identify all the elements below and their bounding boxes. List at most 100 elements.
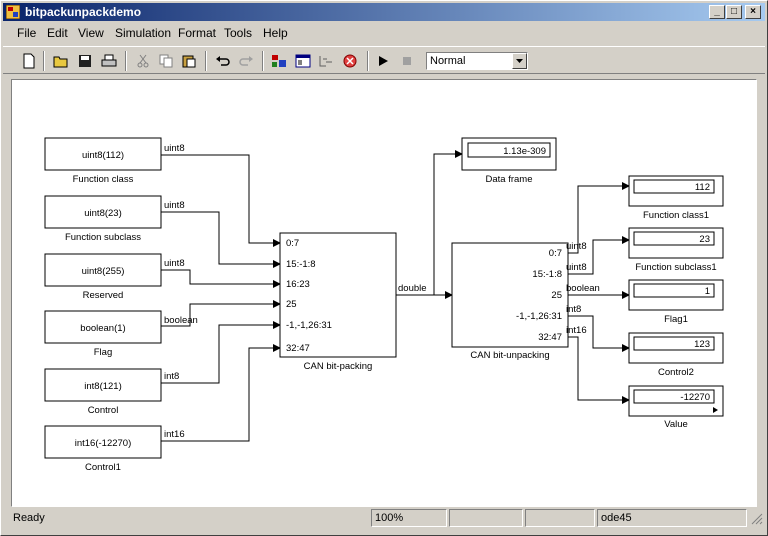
unpack-port: 32:47	[538, 332, 562, 343]
unpack-port: -1,-1,26:31	[516, 311, 562, 322]
solver-name: ode45	[597, 509, 747, 527]
block-flag[interactable]: boolean(1) Flag	[44, 310, 162, 358]
start-simulation-icon[interactable]	[373, 51, 393, 71]
menu-file[interactable]: File	[17, 26, 37, 40]
svg-text:23: 23	[699, 234, 710, 245]
block-caption: CAN bit-unpacking	[470, 350, 549, 361]
window-title: bitpackunpackdemo	[25, 5, 142, 19]
zoom-level: 100%	[371, 509, 447, 527]
chevron-down-icon[interactable]	[512, 53, 527, 69]
svg-text:112: 112	[695, 182, 710, 193]
close-button[interactable]: ×	[745, 5, 761, 19]
model-canvas[interactable]: uint8(112) Function class uint8(23) Func…	[11, 79, 757, 507]
block-caption: Value	[664, 419, 688, 430]
toolbar-separator	[262, 51, 264, 71]
block-caption: Function class1	[643, 210, 709, 221]
pack-port: 0:7	[286, 238, 299, 249]
library-browser-icon[interactable]	[269, 51, 289, 71]
block-caption: Flag	[94, 347, 112, 358]
block-caption: Data frame	[486, 174, 533, 185]
new-file-icon[interactable]	[19, 51, 39, 71]
pack-port: 15:-1:8	[286, 259, 316, 270]
block-caption: Flag1	[664, 314, 688, 325]
copy-icon[interactable]	[156, 51, 176, 71]
svg-text:123: 123	[694, 339, 710, 350]
block-function-class[interactable]: uint8(112) Function class	[44, 137, 162, 185]
svg-text:int8(121): int8(121)	[84, 381, 122, 392]
block-data-frame[interactable]: 1.13e-309 Data frame	[461, 137, 557, 185]
block-caption: Control1	[85, 462, 121, 473]
svg-text:1.13e-309: 1.13e-309	[503, 146, 546, 157]
save-icon[interactable]	[75, 51, 95, 71]
menu-tools[interactable]: Tools	[224, 26, 253, 40]
paste-icon[interactable]	[179, 51, 199, 71]
menu-bar: File Edit View Simulation Format Tools H…	[3, 23, 765, 43]
unpack-port: 15:-1:8	[532, 269, 562, 280]
menu-simulation[interactable]: Simulation	[115, 26, 172, 40]
pack-port: 32:47	[286, 343, 310, 354]
maximize-button[interactable]: □	[726, 5, 742, 19]
block-reserved[interactable]: uint8(255) Reserved	[44, 253, 162, 301]
cut-icon[interactable]	[133, 51, 153, 71]
block-control[interactable]: int8(121) Control	[44, 368, 162, 416]
svg-text:1: 1	[705, 286, 710, 297]
svg-text:int16(-12270): int16(-12270)	[75, 438, 132, 449]
toolbar: Normal	[3, 46, 765, 74]
menu-help[interactable]: Help	[263, 26, 288, 40]
block-can-bit-unpacking[interactable]: 0:7 15:-1:8 25 -1,-1,26:31 32:47 CAN bit…	[451, 242, 569, 361]
signal-label: double	[398, 283, 427, 294]
simulation-mode-select[interactable]: Normal	[426, 52, 528, 70]
display-flag1[interactable]: 1 Flag1	[628, 279, 724, 325]
display-function-subclass1[interactable]: 23 Function subclass1	[628, 227, 724, 273]
svg-text:boolean(1): boolean(1)	[80, 323, 125, 334]
pack-port: -1,-1,26:31	[286, 320, 332, 331]
pack-port: 25	[286, 299, 297, 310]
menu-edit[interactable]: Edit	[47, 26, 68, 40]
unpack-port: 25	[551, 290, 562, 301]
minimize-button[interactable]: _	[709, 5, 725, 19]
simulink-model-icon	[6, 5, 20, 19]
signal-label: int16	[566, 325, 587, 336]
block-control1[interactable]: int16(-12270) Control1	[44, 425, 162, 473]
model-browser-icon[interactable]	[316, 51, 336, 71]
display-function-class1[interactable]: 112 Function class1	[628, 175, 724, 221]
title-bar[interactable]: bitpackunpackdemo _ □ ×	[3, 3, 765, 21]
toolbar-separator	[367, 51, 369, 71]
svg-text:uint8(112): uint8(112)	[82, 150, 124, 161]
unpack-port: 0:7	[549, 248, 562, 259]
signal-label: uint8	[164, 258, 185, 269]
menu-format[interactable]: Format	[178, 26, 217, 40]
block-can-bit-packing[interactable]: 0:7 15:-1:8 16:23 25 -1,-1,26:31 32:47 C…	[279, 232, 397, 372]
stop-simulation-icon[interactable]	[397, 51, 417, 71]
svg-text:uint8(255): uint8(255)	[82, 266, 125, 277]
debugger-icon[interactable]	[340, 51, 360, 71]
signal-label: uint8	[566, 241, 587, 252]
simulation-mode-value: Normal	[430, 55, 466, 67]
signal-lines-in	[161, 154, 281, 442]
signal-label: uint8	[164, 143, 185, 154]
block-caption: CAN bit-packing	[304, 361, 373, 372]
signal-label: uint8	[164, 200, 185, 211]
toolbar-separator	[43, 51, 45, 71]
undo-icon[interactable]	[213, 51, 233, 71]
display-control2[interactable]: 123 Control2	[628, 332, 724, 378]
toolbar-separator	[205, 51, 207, 71]
resize-grip-icon[interactable]	[751, 513, 763, 525]
svg-text:uint8(23): uint8(23)	[84, 208, 122, 219]
block-function-subclass[interactable]: uint8(23) Function subclass	[44, 195, 162, 243]
svg-text:-12270: -12270	[680, 392, 710, 403]
status-text: Ready	[13, 512, 45, 524]
signal-label: int16	[164, 429, 185, 440]
menu-view[interactable]: View	[78, 26, 104, 40]
signal-label: int8	[164, 371, 179, 382]
model-explorer-icon[interactable]	[293, 51, 313, 71]
open-folder-icon[interactable]	[51, 51, 71, 71]
redo-icon[interactable]	[236, 51, 256, 71]
status-bar: Ready 100% ode45	[3, 509, 765, 529]
display-value[interactable]: -12270 Value	[628, 385, 724, 430]
signal-lines-packed	[396, 150, 463, 299]
block-caption: Control	[88, 405, 119, 416]
block-caption: Control2	[658, 367, 694, 378]
print-icon[interactable]	[99, 51, 119, 71]
